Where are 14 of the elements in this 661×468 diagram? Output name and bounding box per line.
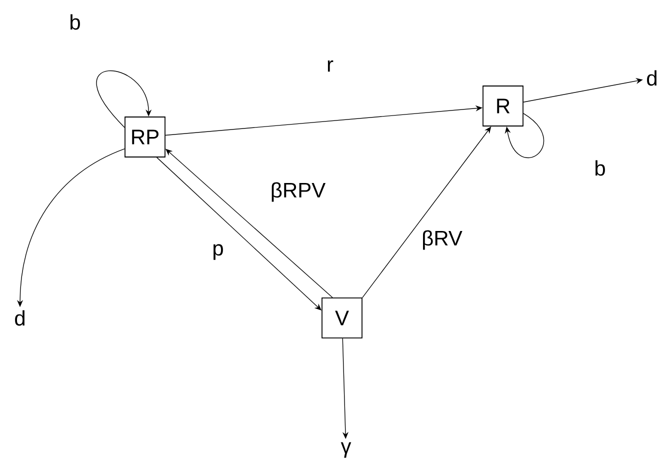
edge-label: b [593,159,607,177]
edge-label: b [68,13,82,31]
state-box: V [322,298,362,338]
arrow [504,113,544,158]
output-label: γ [340,442,352,458]
state-box: R [482,86,524,126]
output-label: d [647,70,656,86]
arrow [96,70,152,128]
state-box: RP [124,116,166,158]
output-label: d [15,310,24,326]
edge-label: βRV [420,229,464,251]
edge-label: p [211,243,225,261]
edge-label: βRPV [269,181,327,203]
edge-label: r [326,59,334,73]
